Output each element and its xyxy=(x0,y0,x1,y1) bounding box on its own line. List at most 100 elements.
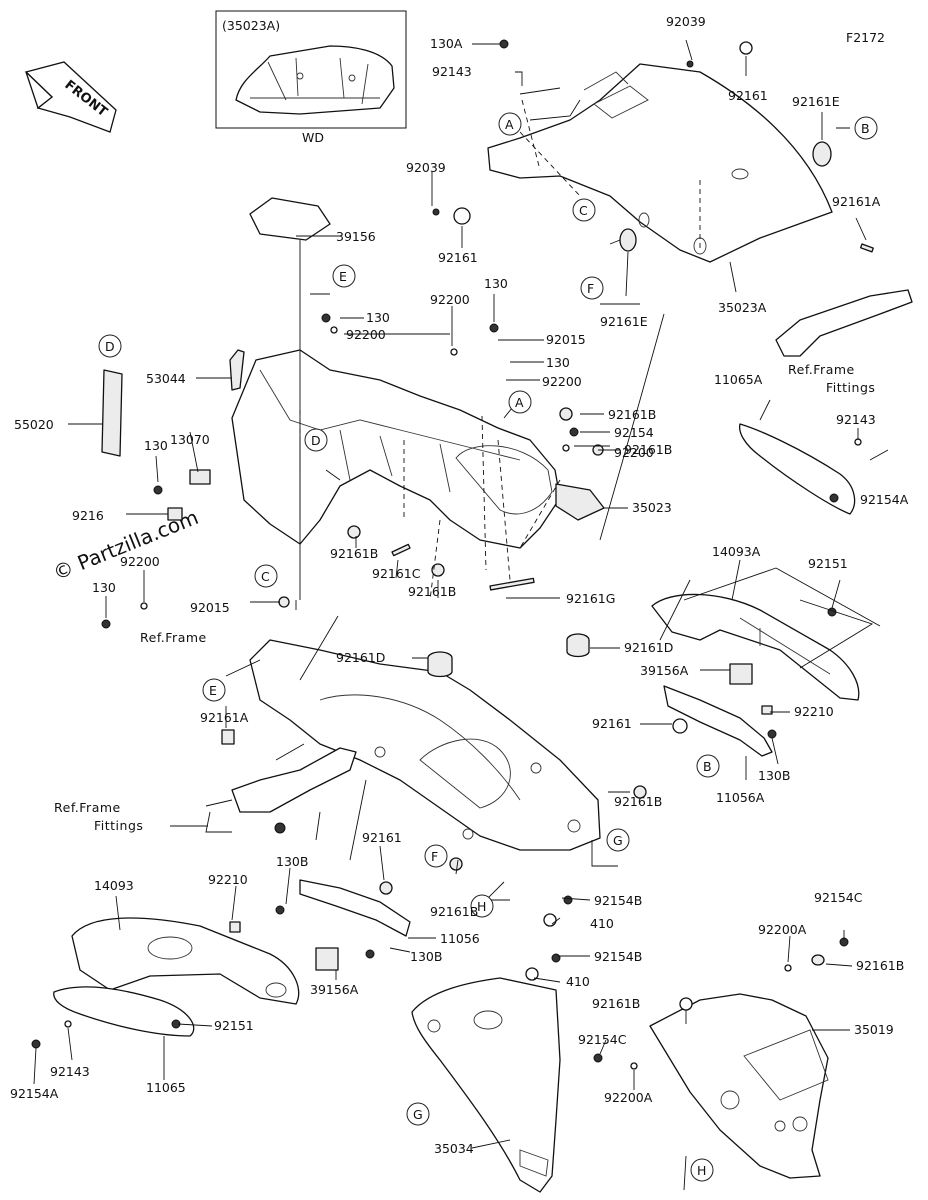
part-labels: 130A 92039 92143 92161 92161E 92039 9216… xyxy=(10,14,909,1156)
ref-frame-label: Ref.Frame xyxy=(140,630,207,645)
label-92154A-right: 92154A xyxy=(860,492,909,507)
label-92161-left: 92161 xyxy=(362,830,402,845)
callout-b-mid: B xyxy=(703,759,712,774)
inset-box: (35023A) WD xyxy=(215,10,407,145)
callout-circles: A B C F E D A D C E B G F H G H xyxy=(98,112,878,1182)
rubber-53044 xyxy=(229,349,245,391)
label-130-top: 130 xyxy=(484,276,508,291)
grab-rail-cover-left xyxy=(53,986,195,1037)
ref-frame-fittings-right-1: Ref.Frame xyxy=(788,362,855,377)
label-92015-top: 92015 xyxy=(546,332,586,347)
label-92161B-a: 92161B xyxy=(608,407,656,422)
seat-pad xyxy=(249,197,331,241)
label-13070: 13070 xyxy=(170,432,210,447)
callout-b-top: B xyxy=(861,121,870,136)
bracket-35023 xyxy=(555,483,605,521)
label-92151-left: 92151 xyxy=(214,1018,254,1033)
label-92200-right: 92200 xyxy=(614,445,654,460)
label-130-mid: 130 xyxy=(546,355,570,370)
grab-rail-right xyxy=(651,593,860,701)
label-130A: 130A xyxy=(430,36,463,51)
callout-g-mid: G xyxy=(613,833,623,848)
label-130B-right: 130B xyxy=(758,768,790,783)
label-92039-top: 92039 xyxy=(666,14,706,29)
label-92161D-right: 92161D xyxy=(624,640,673,655)
label-92200-top: 92200 xyxy=(430,292,470,307)
main-frame xyxy=(249,639,601,851)
label-92161B-c: 92161B xyxy=(330,546,378,561)
label-410-a: 410 xyxy=(590,916,614,931)
hardware xyxy=(31,39,874,1070)
callout-f-top: F xyxy=(587,281,594,296)
dashed-lines xyxy=(299,99,701,601)
label-9216-partial: 9216 xyxy=(72,508,104,523)
label-130-lower: 130 xyxy=(92,580,116,595)
label-92161-mid: 92161 xyxy=(438,250,478,265)
inner-fender-assembly xyxy=(231,349,561,549)
label-92210-left: 92210 xyxy=(208,872,248,887)
grab-rail-left xyxy=(71,917,300,1005)
label-92161A-right: 92161A xyxy=(832,194,881,209)
callout-e-top: E xyxy=(339,269,347,284)
label-92161-right: 92161 xyxy=(592,716,632,731)
label-92154C-top: 92154C xyxy=(814,890,863,905)
label-92210-right: 92210 xyxy=(794,704,834,719)
label-92200-mid: 92200 xyxy=(542,374,582,389)
label-35023A: 35023A xyxy=(718,300,767,315)
label-92161B-g: 92161B xyxy=(592,996,640,1011)
label-130-left: 130 xyxy=(366,310,390,325)
label-410-b: 410 xyxy=(566,974,590,989)
callout-a-mid: A xyxy=(515,395,524,410)
figure-code: F2172 xyxy=(846,30,885,45)
label-92200A-top: 92200A xyxy=(758,922,807,937)
callout-a-top: A xyxy=(505,117,514,132)
callout-d-mid: D xyxy=(311,433,321,448)
label-14093A: 14093A xyxy=(712,544,761,559)
leader-lines xyxy=(33,39,889,1191)
mud-guard xyxy=(411,977,561,1193)
label-92154B-b: 92154B xyxy=(594,949,642,964)
label-35023: 35023 xyxy=(632,500,672,515)
label-92161B-h: 92161B xyxy=(856,958,904,973)
label-92161A-left: 92161A xyxy=(200,710,249,725)
label-39156: 39156 xyxy=(336,229,376,244)
label-92161G: 92161G xyxy=(566,591,615,606)
stay-left xyxy=(299,879,411,937)
ref-frame-fittings-left-2: Fittings xyxy=(94,818,143,833)
inset-code: (35023A) xyxy=(222,18,280,33)
label-92200-lower: 92200 xyxy=(120,554,160,569)
label-92161D-center: 92161D xyxy=(336,650,385,665)
inset-caption: WD xyxy=(302,130,324,145)
label-11065: 11065 xyxy=(146,1080,186,1095)
label-39156A-right: 39156A xyxy=(640,663,689,678)
label-92154A-left: 92154A xyxy=(10,1086,59,1101)
label-92154B-a: 92154B xyxy=(594,893,642,908)
label-92154C-bottom: 92154C xyxy=(578,1032,627,1047)
grouping-lines xyxy=(275,313,691,861)
label-92161B-f: 92161B xyxy=(430,904,478,919)
label-92151-right: 92151 xyxy=(808,556,848,571)
label-92161E-mid: 92161E xyxy=(600,314,648,329)
label-130B-a: 130B xyxy=(276,854,308,869)
ref-frame-fittings-right-2: Fittings xyxy=(826,380,875,395)
callout-h-bottom: H xyxy=(697,1163,706,1178)
callout-f-mid: F xyxy=(431,849,438,864)
label-92161B-d: 92161B xyxy=(408,584,456,599)
rear-fender-top xyxy=(487,63,833,263)
label-92161C: 92161C xyxy=(372,566,421,581)
label-11056: 11056 xyxy=(440,931,480,946)
label-92200A-bottom: 92200A xyxy=(604,1090,653,1105)
grab-rail-cover-right xyxy=(738,423,856,515)
label-130B-b: 130B xyxy=(410,949,442,964)
label-11056A: 11056A xyxy=(716,790,765,805)
label-92015-lower: 92015 xyxy=(190,600,230,615)
frame-fitting-right xyxy=(775,289,913,357)
callout-h-mid: H xyxy=(477,899,486,914)
frame-fitting-left xyxy=(231,747,357,813)
label-130-left2: 130 xyxy=(144,438,168,453)
label-14093: 14093 xyxy=(94,878,134,893)
label-35034: 35034 xyxy=(434,1141,474,1156)
stay-right xyxy=(663,685,773,757)
label-92143-right: 92143 xyxy=(836,412,876,427)
